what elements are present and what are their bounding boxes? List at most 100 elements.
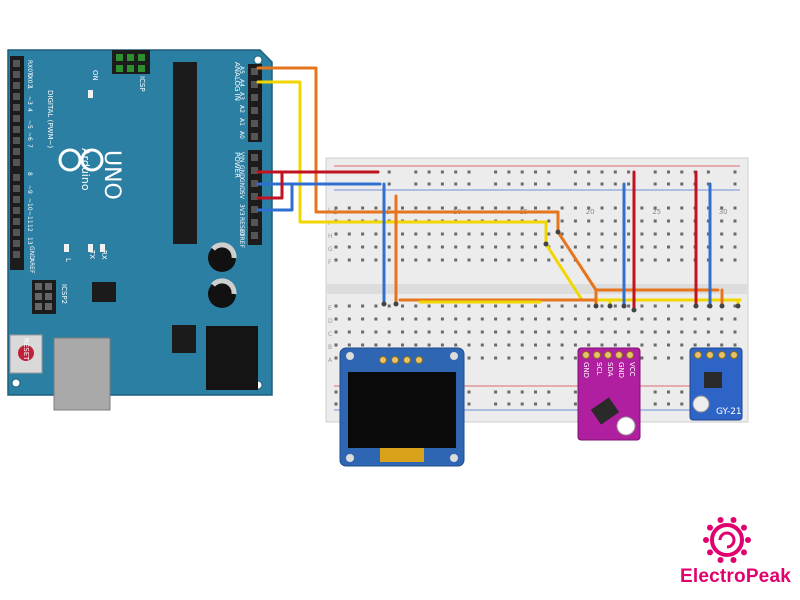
digital-label: DIGITAL (PWM~) xyxy=(46,90,54,148)
breadboard-hole xyxy=(547,304,551,308)
breadboard-hole xyxy=(720,206,724,210)
microcontroller-chip xyxy=(173,62,197,244)
breadboard-hole xyxy=(454,245,458,249)
breadboard-hole xyxy=(627,343,631,347)
breadboard-hole xyxy=(374,232,378,236)
breadboard-hole xyxy=(454,317,458,321)
breadboard-hole xyxy=(401,258,404,262)
breadboard-hole xyxy=(613,232,617,236)
breadboard-hole xyxy=(693,317,697,321)
board-model-label: UNO xyxy=(99,150,124,200)
oled-pin xyxy=(391,356,399,364)
breadboard-hole xyxy=(414,304,418,308)
breadboard-hole xyxy=(520,402,524,406)
icsp-pin xyxy=(116,65,123,72)
icsp-pin xyxy=(127,65,134,72)
breadboard-hole xyxy=(374,245,378,249)
breadboard-hole xyxy=(733,206,737,210)
breadboard-hole xyxy=(573,390,577,394)
digital-pin-label: TX0 1 xyxy=(26,71,33,90)
breadboard-hole xyxy=(547,330,551,334)
breadboard-hole xyxy=(667,343,670,347)
breadboard-hole xyxy=(573,182,577,186)
breadboard-hole xyxy=(587,317,591,321)
breadboard-hole xyxy=(640,258,644,262)
breadboard-hole xyxy=(334,206,338,210)
breadboard-hole xyxy=(667,182,670,186)
breadboard-hole xyxy=(693,330,697,334)
gy21-pin xyxy=(718,351,726,359)
analog-label: ANALOG IN xyxy=(233,62,241,101)
breadboard-hole xyxy=(347,330,351,334)
breadboard-hole xyxy=(467,258,471,262)
breadboard-hole xyxy=(467,317,471,321)
oled-flex-cable xyxy=(380,448,424,462)
breadboard-hole xyxy=(600,245,604,249)
breadboard-center-channel xyxy=(326,284,748,294)
breadboard-hole xyxy=(706,170,710,174)
breadboard-hole xyxy=(613,170,617,174)
header-pin xyxy=(251,232,258,239)
header-pin xyxy=(13,126,20,133)
breadboard-hole xyxy=(706,219,710,223)
breadboard-hole xyxy=(534,317,537,321)
breadboard-hole xyxy=(427,330,431,334)
breadboard-hole xyxy=(587,232,591,236)
header-pin xyxy=(13,240,20,247)
usb-chip xyxy=(92,282,116,302)
breadboard-hole xyxy=(573,317,577,321)
breadboard-hole xyxy=(401,206,404,210)
breadboard-hole xyxy=(374,258,378,262)
wire-end xyxy=(555,229,561,235)
digital-pin-label: ~10 xyxy=(26,198,33,211)
breadboard-hole xyxy=(387,182,391,186)
breadboard-hole xyxy=(414,232,418,236)
header-pin xyxy=(13,218,20,225)
breadboard-hole xyxy=(454,232,458,236)
breadboard-hole xyxy=(587,182,591,186)
breadboard-hole xyxy=(640,330,644,334)
breadboard-hole xyxy=(401,245,404,249)
breadboard-hole xyxy=(494,402,498,406)
breadboard-hole xyxy=(653,402,657,406)
breadboard-hole xyxy=(494,356,498,360)
breadboard-hole xyxy=(440,245,444,249)
breadboard-hole xyxy=(640,317,644,321)
breadboard-hole xyxy=(467,343,471,347)
power-label: POWER xyxy=(233,152,241,178)
analog-pin-label: A3 xyxy=(238,92,245,100)
status-led xyxy=(100,244,105,252)
breadboard-hole xyxy=(587,258,591,262)
power-pin-label: GND xyxy=(238,165,245,179)
header-pin xyxy=(251,154,258,161)
logo-gear-tooth xyxy=(707,524,714,531)
breadboard-hole xyxy=(414,258,418,262)
header-pin xyxy=(251,219,258,226)
breadboard-hole xyxy=(334,304,338,308)
ccs811-pin-label: VCC xyxy=(628,362,636,377)
digital-pin-label: 2 xyxy=(26,84,33,88)
wire-end xyxy=(707,303,713,309)
wire-end xyxy=(719,303,725,309)
capacitor-mark xyxy=(211,242,237,259)
breadboard-hole xyxy=(440,258,444,262)
breadboard-hole xyxy=(414,182,418,186)
breadboard-hole xyxy=(613,304,617,308)
breadboard-hole xyxy=(720,330,724,334)
breadboard-hole xyxy=(494,170,498,174)
breadboard-hole xyxy=(454,182,458,186)
column-number: 30 xyxy=(719,208,728,216)
breadboard-hole xyxy=(547,402,551,406)
breadboard-hole xyxy=(720,245,724,249)
breadboard-hole xyxy=(520,258,524,262)
breadboard-hole xyxy=(401,343,404,347)
breadboard-hole xyxy=(706,343,710,347)
rx-label: RX xyxy=(100,250,108,260)
breadboard-hole xyxy=(467,304,471,308)
digital-pin-label: 4 xyxy=(26,108,33,112)
breadboard-hole xyxy=(520,182,524,186)
header-pin xyxy=(251,133,258,140)
breadboard-hole xyxy=(706,232,710,236)
icsp2-label: ICSP2 xyxy=(60,284,68,304)
